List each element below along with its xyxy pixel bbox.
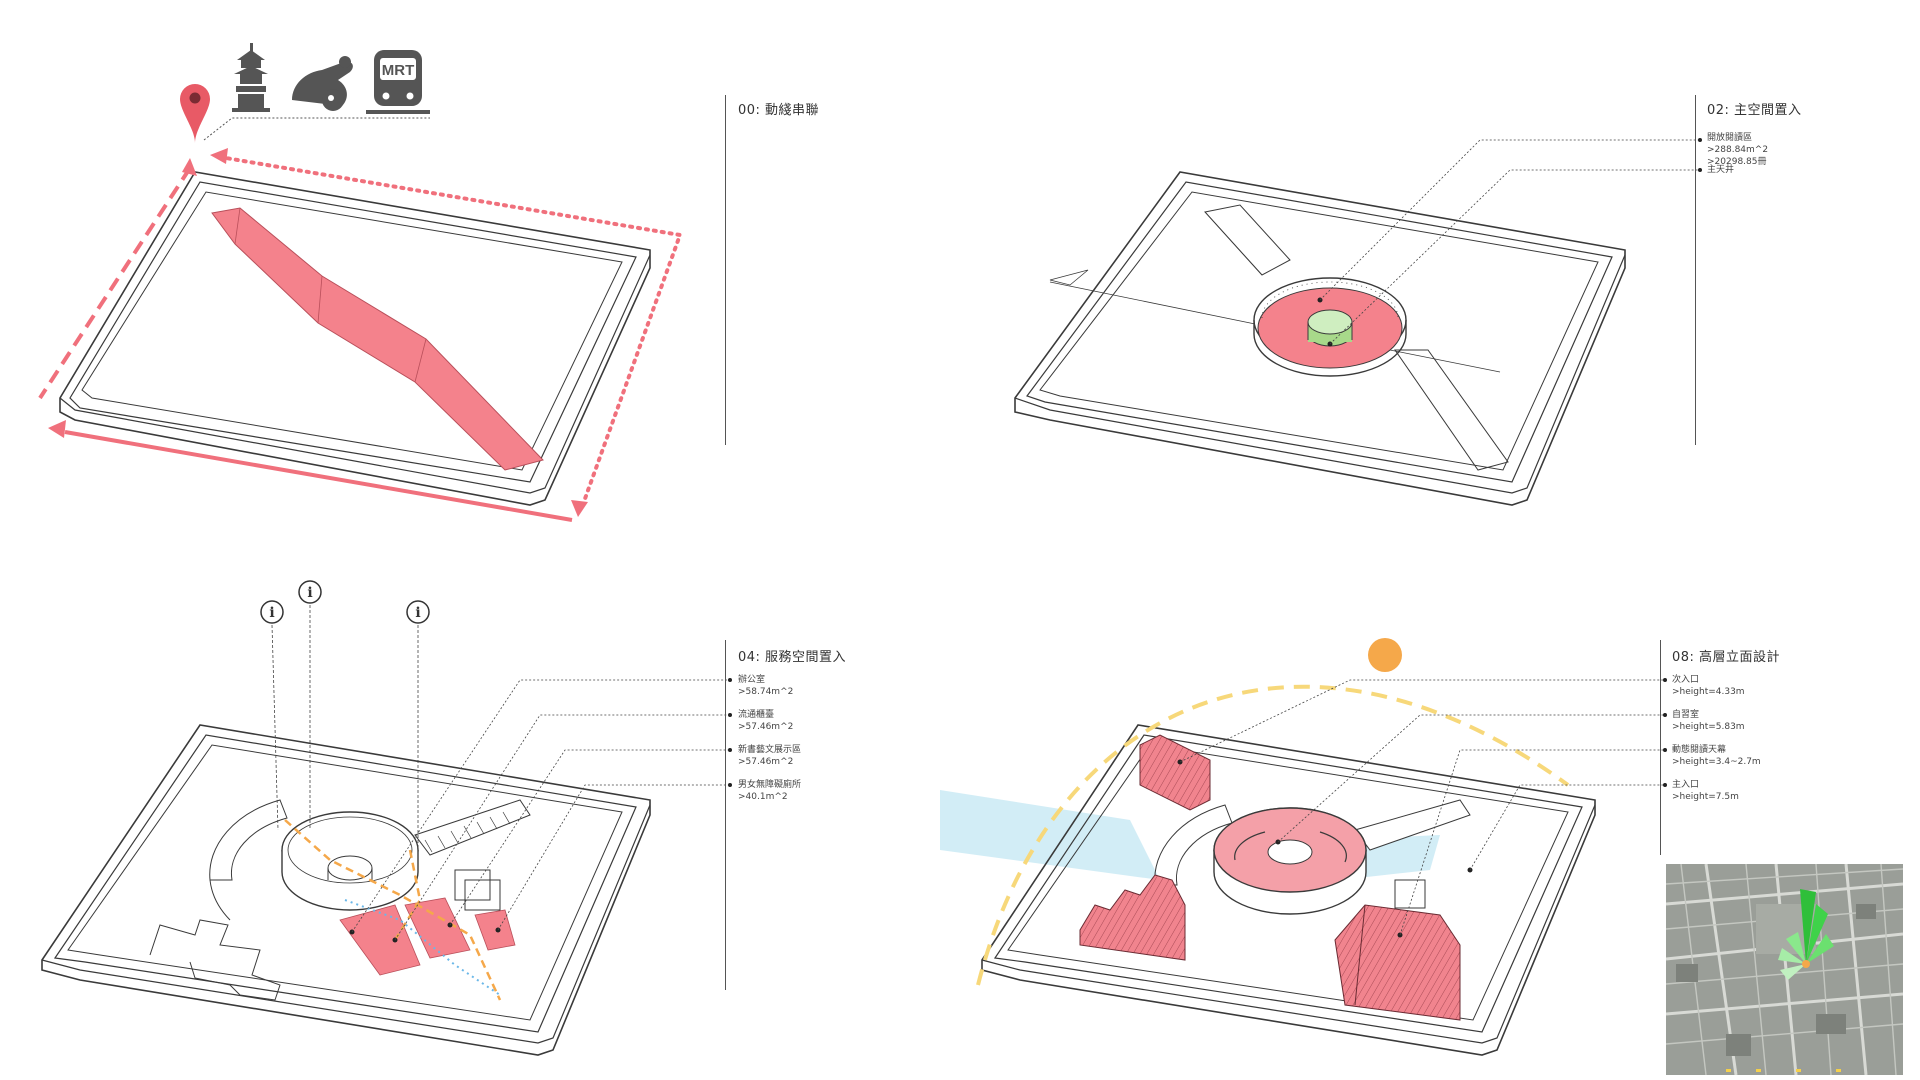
site-map-inset (1666, 864, 1903, 1075)
panel-00-diagram: MRT (40, 43, 680, 520)
note-line: >height=5.83m (1672, 721, 1745, 733)
note-line: >58.74m^2 (738, 686, 793, 698)
panel-title-00: 00: 動綫串聯 (738, 99, 819, 118)
arrowhead-icon (571, 500, 588, 517)
note-line: >57.46m^2 (738, 721, 793, 733)
building-volume (1335, 905, 1460, 1020)
note-label: 流通櫃臺 (738, 709, 793, 721)
panel-title-08: 08: 高層立面設計 (1672, 646, 1780, 665)
note-label: 主入口 (1672, 779, 1739, 791)
info-glyph: i (307, 585, 312, 601)
note-line: >height=7.5m (1672, 791, 1739, 803)
arrowhead-icon (48, 420, 66, 438)
note-reading-area: 開放閱讀區 >288.84m^2 >20298.85冊 (1707, 132, 1768, 168)
panel-08-diagram (940, 638, 1667, 1055)
info-icon: i (407, 601, 429, 623)
divider-p02 (1695, 95, 1696, 445)
sky-beam (940, 790, 1160, 880)
info-glyph: i (269, 605, 274, 621)
note-atrium: 主天井 (1707, 164, 1734, 176)
note-exhibition: 新書藝文展示區 >57.46m^2 (738, 744, 801, 768)
note-label: 自習室 (1672, 709, 1745, 721)
note-study-room: 自習室 >height=5.83m (1672, 709, 1745, 733)
panel-02-diagram (1015, 138, 1702, 505)
note-label: 主天井 (1707, 164, 1734, 176)
note-line: >288.84m^2 (1707, 144, 1768, 156)
info-icon: i (261, 601, 283, 623)
info-icon: i (299, 581, 321, 603)
temple-icon (232, 43, 270, 112)
building-volume (1080, 875, 1185, 960)
note-office: 辦公室 >58.74m^2 (738, 674, 793, 698)
divider-p04 (725, 640, 726, 990)
building-volume (1140, 735, 1210, 810)
sun-icon (1368, 638, 1402, 672)
note-line: >40.1m^2 (738, 791, 801, 803)
location-pin-icon (180, 84, 210, 143)
note-counter: 流通櫃臺 >57.46m^2 (738, 709, 793, 733)
tea-dessert-icon (292, 56, 353, 111)
note-main-entrance: 主入口 >height=7.5m (1672, 779, 1739, 803)
note-line: >height=3.4~2.7m (1672, 756, 1761, 768)
divider-p00 (725, 95, 726, 445)
site-map-graphic (1666, 864, 1903, 1075)
note-label: 動態閱讀天幕 (1672, 744, 1761, 756)
panel-title-04: 04: 服務空間置入 (738, 646, 846, 665)
mrt-icon: MRT (366, 50, 430, 114)
note-restroom: 男女無障礙廁所 >40.1m^2 (738, 779, 801, 803)
mrt-label: MRT (382, 62, 415, 79)
arrowhead-icon (210, 148, 228, 164)
info-glyph: i (415, 605, 420, 621)
note-line: >57.46m^2 (738, 756, 801, 768)
note-label: 男女無障礙廁所 (738, 779, 801, 791)
divider-p08 (1660, 640, 1661, 855)
note-secondary-entrance: 次入口 >height=4.33m (1672, 674, 1745, 698)
note-reading-canopy: 動態閱讀天幕 >height=3.4~2.7m (1672, 744, 1761, 768)
note-label: 開放閱讀區 (1707, 132, 1768, 144)
note-label: 辦公室 (738, 674, 793, 686)
panel-title-02: 02: 主空間置入 (1707, 99, 1802, 118)
note-line: >height=4.33m (1672, 686, 1745, 698)
panel-04-diagram: i i i (42, 581, 732, 1055)
note-label: 次入口 (1672, 674, 1745, 686)
note-label: 新書藝文展示區 (738, 744, 801, 756)
